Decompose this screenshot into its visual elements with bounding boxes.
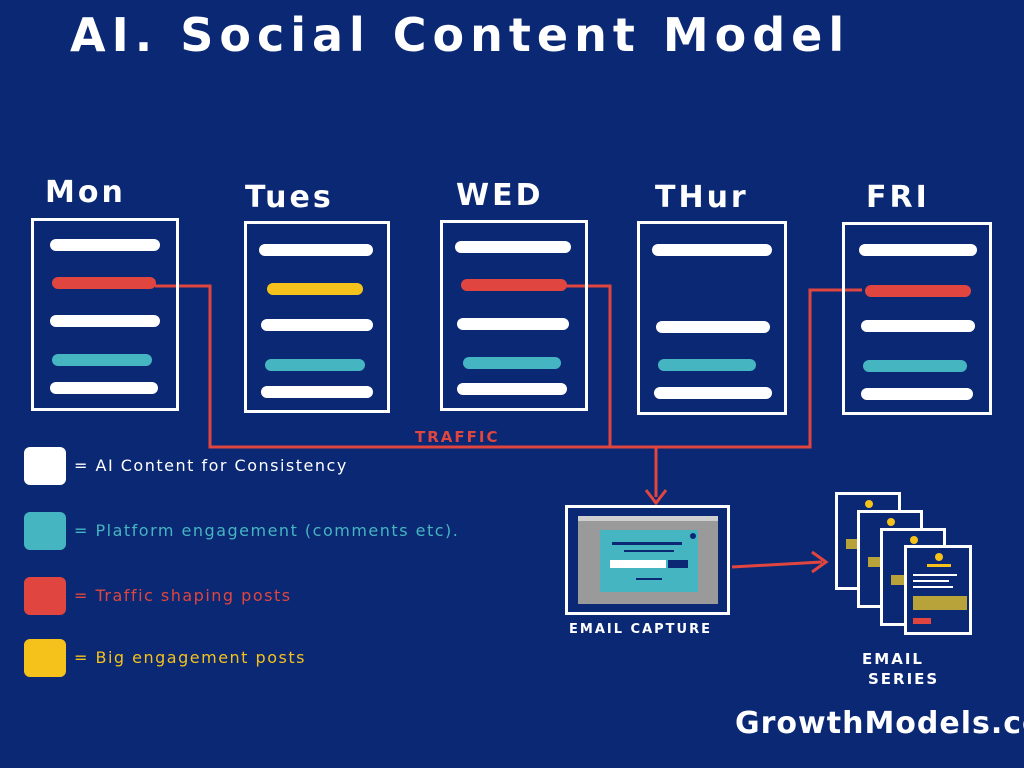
yellow-post — [267, 283, 363, 295]
email-doc — [904, 545, 972, 635]
white-post — [654, 387, 772, 399]
legend-swatch-teal — [24, 512, 66, 550]
white-post — [861, 388, 973, 400]
white-post — [859, 244, 977, 256]
legend-label-yellow: = Big engagement posts — [74, 648, 306, 667]
email-cta-block — [913, 596, 967, 610]
email-capture-label: EMAIL CAPTURE — [569, 622, 712, 637]
email-series-label: EMAIL SERIES — [848, 650, 938, 688]
browser-window — [578, 516, 718, 604]
popup-headline — [612, 542, 682, 545]
white-post — [50, 315, 160, 327]
email-text-line — [913, 580, 949, 582]
close-icon — [690, 533, 696, 539]
diagram-title: AI. Social Content Model — [70, 8, 851, 62]
capture-to-series-line — [731, 560, 823, 569]
white-post — [50, 239, 160, 251]
legend-swatch-red — [24, 577, 66, 615]
legend-swatch-yellow — [24, 639, 66, 677]
browser-toolbar — [578, 516, 718, 521]
red-post — [52, 277, 156, 289]
traffic-label: TRAFFIC — [415, 428, 500, 446]
day-label-thur: THur — [655, 180, 749, 215]
email-button — [913, 618, 931, 624]
white-post — [457, 383, 567, 395]
legend-swatch-white — [24, 447, 66, 485]
day-label-fri: FRI — [866, 180, 930, 215]
red-post — [461, 279, 567, 291]
legend-label-red: = Traffic shaping posts — [74, 586, 292, 605]
white-post — [652, 244, 772, 256]
teal-post — [463, 357, 561, 369]
white-post — [50, 382, 158, 394]
day-card-mon — [31, 218, 179, 411]
email-capture-screen — [565, 505, 730, 615]
legend-label-white: = AI Content for Consistency — [74, 456, 348, 475]
traffic-arrowhead — [644, 489, 668, 506]
email-logo-icon — [910, 536, 918, 544]
white-post — [861, 320, 975, 332]
legend-label-teal: = Platform engagement (comments etc). — [74, 521, 460, 540]
email-header-line — [927, 564, 951, 567]
white-post — [457, 318, 569, 330]
day-label-mon: Mon — [45, 175, 126, 210]
teal-post — [658, 359, 756, 371]
day-card-tues — [244, 221, 390, 413]
fri-traffic-line — [656, 288, 862, 449]
teal-post — [265, 359, 365, 371]
day-label-tues: Tues — [245, 180, 334, 215]
day-card-wed — [440, 220, 588, 411]
day-card-fri — [842, 222, 992, 415]
popup-footnote — [636, 578, 662, 580]
day-card-thur — [637, 221, 787, 415]
email-text-line — [913, 574, 957, 576]
email-logo-icon — [865, 500, 873, 508]
email-series-label-line1: EMAIL — [862, 650, 924, 668]
red-post — [865, 285, 971, 297]
submit-button — [668, 560, 688, 568]
white-post — [455, 241, 571, 253]
email-text-line — [913, 586, 953, 588]
popup-modal — [600, 530, 698, 592]
wed-traffic-line — [563, 284, 612, 447]
white-post — [259, 244, 373, 256]
white-post — [656, 321, 770, 333]
day-label-wed: WED — [456, 178, 544, 213]
teal-post — [863, 360, 967, 372]
brand-logo: GrowthModels.co — [735, 706, 1024, 741]
white-post — [261, 319, 373, 331]
mon-traffic-line — [155, 284, 656, 449]
white-post — [261, 386, 373, 398]
email-logo-icon — [935, 553, 943, 561]
popup-subhead — [624, 550, 674, 552]
email-input — [610, 560, 666, 568]
email-logo-icon — [887, 518, 895, 526]
teal-post — [52, 354, 152, 366]
email-series-label-line2: SERIES — [868, 670, 940, 688]
series-arrowhead — [811, 550, 829, 574]
